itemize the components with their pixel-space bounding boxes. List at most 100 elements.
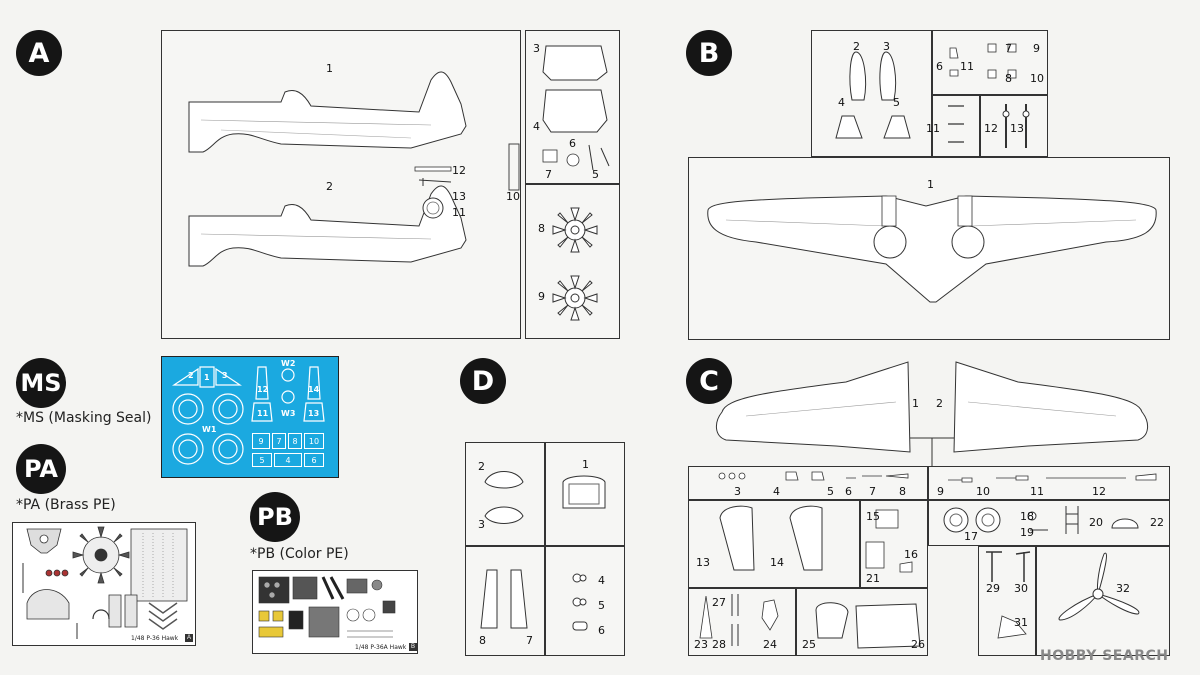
sprue-c-badge: C [686, 358, 732, 404]
sprue-c-part-19: 19 [1020, 526, 1034, 539]
sprue-c-part-18: 18 [1020, 510, 1034, 523]
sprue-c-part-25: 25 [802, 638, 816, 651]
sprue-b-part-2: 2 [853, 40, 860, 53]
sprue-a-part-8: 8 [538, 222, 545, 235]
sprue-c-frame-row1-left [688, 466, 928, 500]
sprue-d-part-4: 4 [598, 574, 605, 587]
sprue-b-frame-top-mid2 [932, 95, 980, 157]
sprue-c-part-29: 29 [986, 582, 1000, 595]
ms-label-w1: W1 [202, 425, 217, 434]
sprue-c-part-9: 9 [937, 485, 944, 498]
sprue-c-frame-row3-c [978, 546, 1036, 656]
sprue-c-part-8: 8 [899, 485, 906, 498]
sprue-c-frame-row2-a [688, 500, 860, 588]
sprue-a-part-13: 13 [452, 190, 466, 203]
sprue-d-drawing [480, 471, 606, 631]
ms-cell-10: 10 [304, 433, 324, 449]
ms-label-1: 1 [204, 373, 210, 382]
sprue-b-part-5: 5 [893, 96, 900, 109]
sprue-d-frame-tl [465, 442, 545, 546]
sprue-b-part-13: 13 [1010, 122, 1024, 135]
sprue-d-part-2: 2 [478, 460, 485, 473]
sprue-c-part-10: 10 [976, 485, 990, 498]
sprue-c-part-11: 11 [1030, 485, 1044, 498]
sprue-c-part-32: 32 [1116, 582, 1130, 595]
sprue-d-part-7: 7 [526, 634, 533, 647]
pa-tag-text: 1/48 P-36 Hawk [131, 635, 179, 642]
sprue-b-drawing [707, 43, 1157, 303]
sprue-b-part-7: 7 [1005, 42, 1012, 55]
sprue-b-part-6: 6 [936, 60, 943, 73]
sprue-a-part-2: 2 [326, 180, 333, 193]
ms-cell-9: 9 [252, 433, 270, 449]
ms-cell-8: 8 [288, 433, 302, 449]
sprue-c-part-26: 26 [911, 638, 925, 651]
sprue-b-part-8: 8 [1005, 72, 1012, 85]
pa-sheet-drawing [22, 526, 188, 639]
sprue-a-part-7: 7 [545, 168, 552, 181]
ms-sheet: 2 1 3 W2 12 14 W3 11 13 W1 9 7 8 10 5 4 … [161, 356, 339, 478]
sprue-b-frame-top-right [980, 95, 1048, 157]
sprue-d-badge: D [460, 358, 506, 404]
sprue-a-part-9: 9 [538, 290, 545, 303]
sprue-c-part-23: 23 [694, 638, 708, 651]
sprue-b-badge: B [686, 30, 732, 76]
ms-label-3: 3 [222, 371, 228, 380]
sprue-d-part-3: 3 [478, 518, 485, 531]
ms-cell-4: 4 [274, 453, 302, 467]
sprue-b-part-1: 1 [927, 178, 934, 191]
sprue-c-part-20: 20 [1089, 516, 1103, 529]
sprue-b-part-3: 3 [883, 40, 890, 53]
sprue-d-part-8: 8 [479, 634, 486, 647]
ms-label-w3: W3 [281, 409, 296, 418]
pb-caption: *PB (Color PE) [250, 546, 349, 562]
ms-label-2: 2 [188, 371, 194, 380]
sprue-b-part-11: 11 [926, 122, 940, 135]
ms-cell-7: 7 [272, 433, 286, 449]
sprue-c-frame-row1-right [928, 466, 1170, 500]
sprue-b-part-12: 12 [984, 122, 998, 135]
sprue-a-part-10: 10 [506, 190, 520, 203]
sprue-a-part-5: 5 [592, 168, 599, 181]
ms-cell-5: 5 [252, 453, 272, 467]
sprue-d-part-5: 5 [598, 599, 605, 612]
sprue-c-part-30: 30 [1014, 582, 1028, 595]
ms-label-12: 12 [257, 385, 269, 394]
sprue-c-part-22: 22 [1150, 516, 1164, 529]
sprue-c-part-28: 28 [712, 638, 726, 651]
sprue-c-part-6: 6 [845, 485, 852, 498]
sprue-b-frame-top-left [811, 30, 932, 157]
sprue-a-badge: A [16, 30, 62, 76]
sprue-d-part-1: 1 [582, 458, 589, 471]
pa-badge: PA [16, 444, 66, 494]
sprue-c-part-16: 16 [904, 548, 918, 561]
sprue-c-drawing [699, 361, 1157, 649]
sprue-b-part-10: 10 [1030, 72, 1044, 85]
ms-label-14: 14 [308, 385, 320, 394]
pb-badge: PB [250, 492, 300, 542]
ms-caption: *MS (Masking Seal) [16, 410, 152, 426]
pb-sheet: 1/48 P-36A Hawk B [252, 570, 418, 654]
sprue-b-part-4: 4 [838, 96, 845, 109]
sprue-a-frame-main [161, 30, 521, 339]
sprue-a-part-11: 11 [452, 206, 466, 219]
watermark: HOBBY SEARCH [1040, 648, 1169, 664]
sprue-c-part-27: 27 [712, 596, 726, 609]
pb-tag-letter: B [409, 643, 417, 651]
sprue-b-part-9: 9 [1033, 42, 1040, 55]
sprue-c-part-4: 4 [773, 485, 780, 498]
sprue-b-part-11b: 11 [960, 60, 974, 73]
pa-sheet: 1/48 P-36 Hawk A [12, 522, 196, 646]
sprue-c-part-3: 3 [734, 485, 741, 498]
ms-label-11: 11 [257, 409, 269, 418]
sprue-c-part-2: 2 [936, 397, 943, 410]
sprue-b-frame-top-mid [932, 30, 1048, 95]
sprue-d-frame-bl [465, 546, 545, 656]
sprue-c-part-21: 21 [866, 572, 880, 585]
sprue-a-part-12: 12 [452, 164, 466, 177]
ms-badge: MS [16, 358, 66, 408]
sprue-c-part-12: 12 [1092, 485, 1106, 498]
sprue-a-part-1: 1 [326, 62, 333, 75]
sprue-c-part-14: 14 [770, 556, 784, 569]
ms-label-w2: W2 [281, 359, 296, 368]
